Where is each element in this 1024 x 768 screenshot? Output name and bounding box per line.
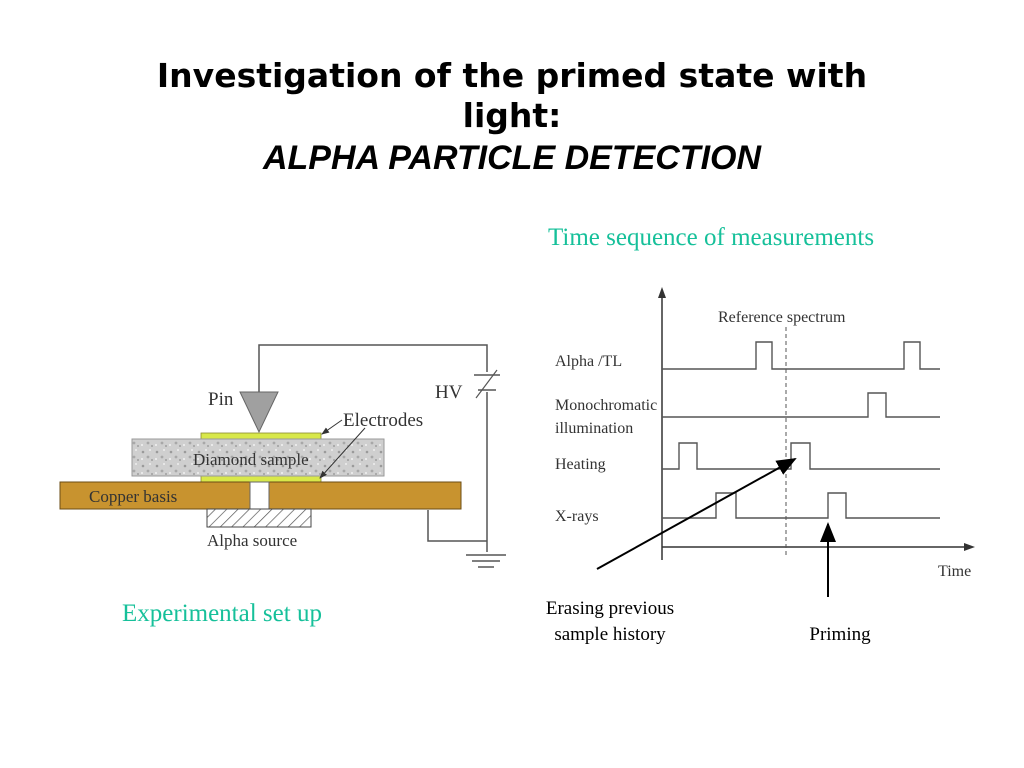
slide-title: Investigation of the primed state with l… xyxy=(0,56,1024,178)
arrow-erasing xyxy=(596,458,797,570)
alpha-source-block xyxy=(206,508,312,528)
label-reference-spectrum: Reference spectrum xyxy=(718,309,846,326)
label-electrodes: Electrodes xyxy=(343,410,423,431)
electrode-top xyxy=(200,432,322,440)
pin-shape xyxy=(239,391,279,434)
copper-basis-left xyxy=(59,481,251,510)
trace-monochromatic xyxy=(662,392,940,418)
electrodes-leader-1 xyxy=(321,419,343,435)
label-hv: HV xyxy=(435,382,463,403)
label-monochromatic: Monochromatic xyxy=(555,397,657,414)
electrode-bottom xyxy=(200,475,322,483)
note-erasing-line-1: Erasing previous xyxy=(545,598,675,619)
time-axis-arrow-icon xyxy=(964,543,975,551)
label-heating: Heating xyxy=(555,456,606,473)
diamond-sample xyxy=(131,438,385,477)
label-illumination: illumination xyxy=(555,420,633,437)
copper-basis-right xyxy=(268,481,462,510)
note-erasing: Erasing previous sample history xyxy=(515,596,705,648)
alpha-hole xyxy=(249,481,270,510)
caption-time-sequence: Time sequence of measurements xyxy=(548,224,875,251)
label-copper-basis: Copper basis xyxy=(89,487,177,506)
trace-heating xyxy=(662,442,940,470)
timing-diagram: Reference spectrum Alpha /TL Monochromat… xyxy=(555,287,975,597)
label-time-axis: Time xyxy=(938,563,971,580)
title-line-1b: light: xyxy=(462,96,562,135)
label-alpha-source: Alpha source xyxy=(207,531,297,550)
hv-variable-arrow xyxy=(475,369,498,399)
label-alpha-tl: Alpha /TL xyxy=(555,353,622,370)
caption-experimental-setup: Experimental set up xyxy=(122,600,322,627)
trace-xrays xyxy=(662,492,940,519)
title-line-2: ALPHA PARTICLE DETECTION xyxy=(262,139,762,177)
setup-diagram: Pin Electrodes Diamond sample Copper bas… xyxy=(59,344,506,568)
label-xrays: X-rays xyxy=(555,508,599,525)
note-priming: Priming xyxy=(809,624,871,645)
hv-wire-top xyxy=(258,344,488,392)
ground-wire xyxy=(427,510,487,542)
vertical-axis-arrow-icon xyxy=(658,287,666,298)
label-diamond-sample: Diamond sample xyxy=(193,450,309,469)
note-erasing-line-2: sample history xyxy=(554,624,666,645)
title-line-1: Investigation of the primed state with xyxy=(156,56,868,95)
label-pin: Pin xyxy=(208,389,234,410)
electrodes-leader-2 xyxy=(319,427,366,479)
trace-alpha-tl xyxy=(662,341,940,370)
